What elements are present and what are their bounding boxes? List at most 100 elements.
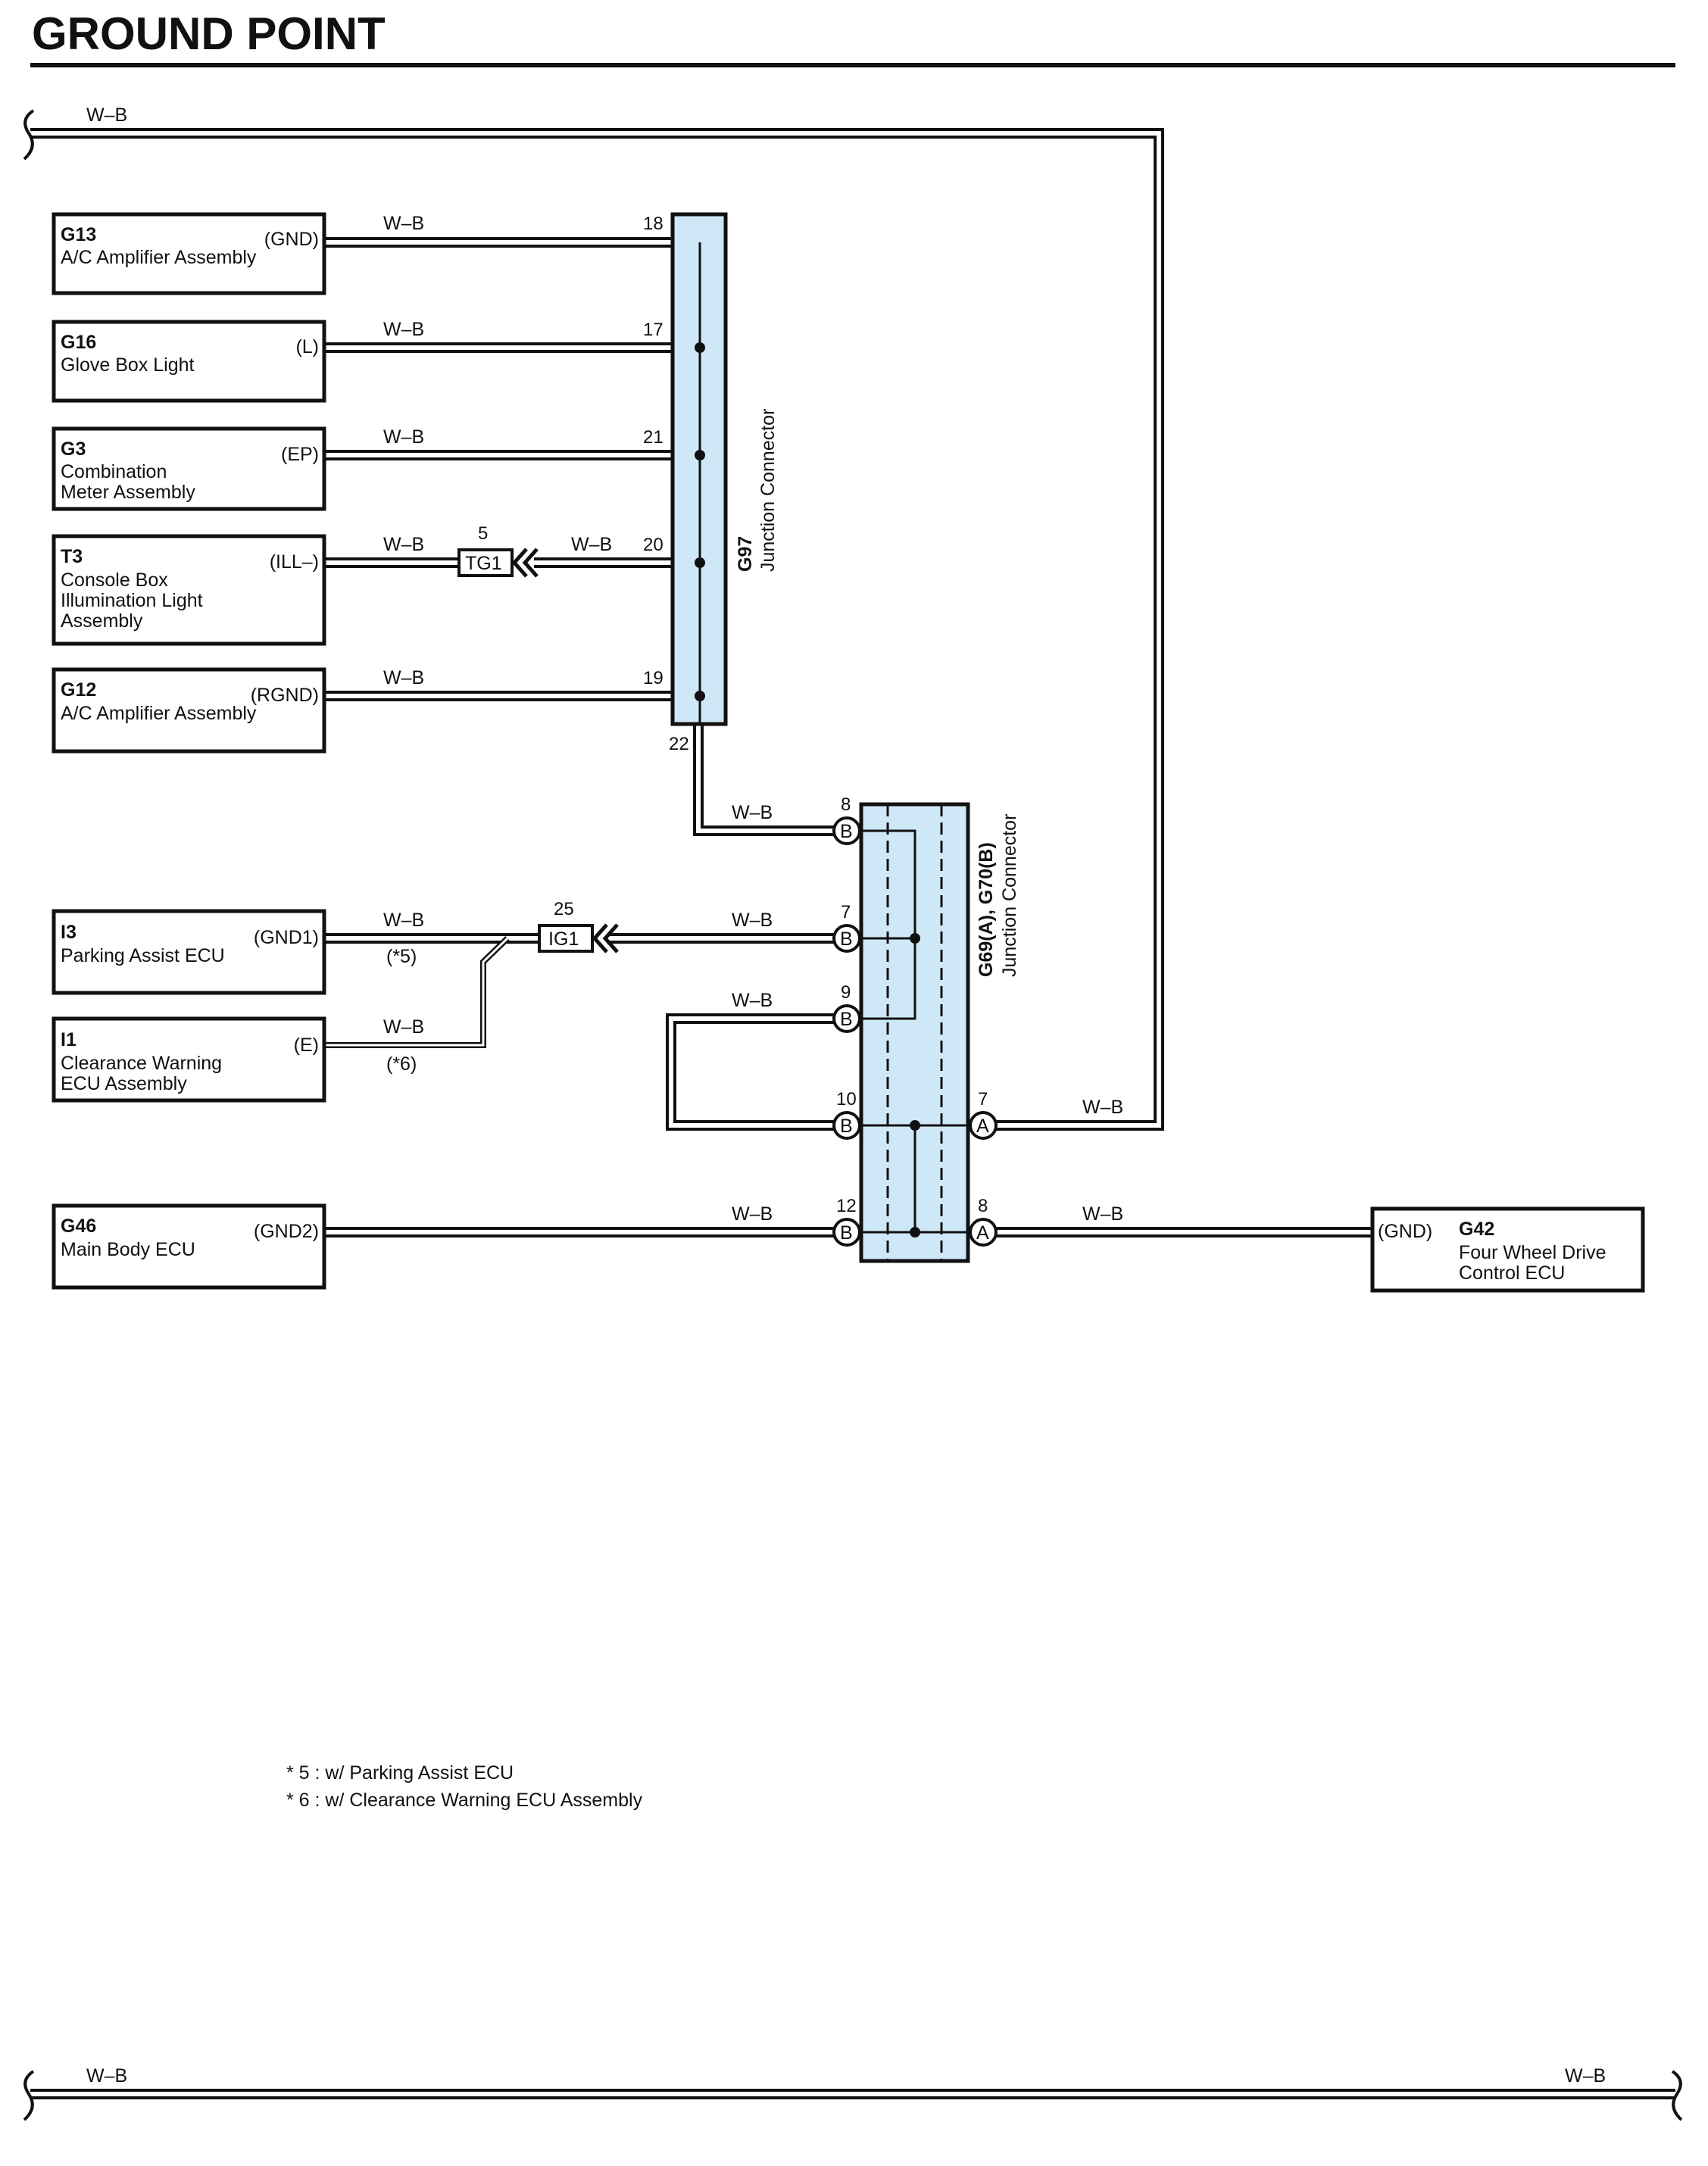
component-g13: G13 A/C Amplifier Assembly (GND) [52, 212, 326, 295]
ig1-pin: 25 [554, 899, 574, 919]
g13-code: G13 [61, 224, 96, 245]
wire-label-g13: W–B [383, 213, 424, 234]
ig1-chevron-icon [592, 923, 619, 953]
tg1-pin: 5 [478, 523, 488, 544]
g3-name-line-2: Meter Assembly [61, 482, 195, 503]
g46-name: Main Body ECU [61, 1239, 195, 1260]
g16-name: Glove Box Light [61, 354, 195, 376]
g3-code: G3 [61, 439, 86, 460]
t3-terminal: (ILL–) [270, 551, 319, 573]
g12-code: G12 [61, 679, 96, 701]
wire-break-marks [23, 109, 1683, 2121]
g42-terminal: (GND) [1378, 1221, 1432, 1242]
component-g42: (GND) G42 Four Wheel Drive Control ECU [1370, 1206, 1645, 1293]
g97-code: G97 [735, 536, 756, 572]
component-g46: G46 Main Body ECU (GND2) [52, 1203, 326, 1290]
g42-name-line-2: Control ECU [1459, 1262, 1565, 1284]
g16-code: G16 [61, 332, 96, 353]
i3-option-note: (*5) [386, 946, 417, 967]
g69-code: G69(A), G70(B) [976, 842, 997, 977]
wire-label-a7: W–B [1082, 1097, 1123, 1118]
component-g12: G12 A/C Amplifier Assembly (RGND) [52, 667, 326, 754]
pin-num-b10: 10 [836, 1089, 857, 1110]
footnotes: * 5 : w/ Parking Assist ECU * 6 : w/ Cle… [286, 1762, 643, 1811]
pin-letter-b9: B [840, 1009, 853, 1030]
inline-connector-tg1: TG1 5 [457, 523, 539, 578]
g69-name: Junction Connector [999, 814, 1020, 977]
g97-pin-21: 21 [643, 427, 664, 448]
g97-pin-17: 17 [643, 320, 664, 340]
i1-code: I1 [61, 1029, 77, 1050]
inline-connector-ig1: IG1 25 [538, 899, 619, 953]
pin-letter-a7: A [976, 1116, 989, 1137]
i3-code: I3 [61, 922, 77, 943]
g97-name: Junction Connector [757, 409, 779, 572]
g97-pin-19: 19 [643, 668, 664, 688]
tg1-chevron-icon [511, 548, 539, 578]
g97-pin-18: 18 [643, 214, 664, 234]
pin-num-b12: 12 [836, 1196, 857, 1216]
i1-option-note: (*6) [386, 1053, 417, 1075]
i3-terminal: (GND1) [254, 927, 319, 948]
g3-name-line-1: Combination [61, 461, 167, 482]
pin-num-b7: 7 [841, 902, 851, 922]
footnote-6: * 6 : w/ Clearance Warning ECU Assembly [286, 1790, 643, 1811]
g42-name-line-1: Four Wheel Drive [1459, 1242, 1607, 1263]
g12-name: A/C Amplifier Assembly [61, 703, 257, 724]
pin-num-a8: 8 [978, 1196, 988, 1216]
pin-letter-b10: B [840, 1116, 853, 1137]
g97-pin-22: 22 [669, 734, 689, 754]
wire-label-i1: W–B [383, 1016, 424, 1038]
g46-code: G46 [61, 1216, 96, 1237]
component-i3: I3 Parking Assist ECU (GND1) [52, 909, 326, 995]
wire-label-bottom-right: W–B [1565, 2065, 1606, 2086]
wires [30, 128, 1675, 2099]
component-i1: I1 Clearance Warning ECU Assembly (E) [52, 1016, 326, 1103]
pin-letter-a8: A [976, 1222, 989, 1244]
pin-letter-b12: B [840, 1222, 853, 1244]
wire-label-g12: W–B [383, 667, 424, 688]
t3-code: T3 [61, 546, 83, 567]
wire-label-b8: W–B [732, 802, 773, 823]
g97-pin-20: 20 [643, 535, 664, 555]
ig1-code: IG1 [548, 929, 579, 950]
wire-color-labels: W–B W–B W–B W–B W–B W–B W–B W–B W–B W–B … [86, 105, 1606, 2086]
component-t3: T3 Console Box Illumination Light Assemb… [52, 534, 326, 646]
pin-num-b8: 8 [841, 794, 851, 815]
wire-label-top: W–B [86, 105, 127, 126]
t3-name-line-3: Assembly [61, 610, 143, 632]
pin-num-b9: 9 [841, 982, 851, 1003]
g13-terminal: (GND) [264, 229, 319, 250]
wire-label-g16: W–B [383, 319, 424, 340]
pin-letter-b7: B [840, 929, 853, 950]
i1-terminal: (E) [294, 1035, 319, 1056]
wire-label-a8: W–B [1082, 1203, 1123, 1225]
wire-label-b7: W–B [732, 910, 773, 931]
i1-name-line-1: Clearance Warning [61, 1053, 222, 1074]
junction-connector-g69-g70: B B B B B A A 8 7 9 10 12 7 8 G69(A), G7… [832, 794, 1020, 1263]
wire-label-b9: W–B [732, 990, 773, 1011]
g46-terminal: (GND2) [254, 1221, 319, 1242]
component-g16: G16 Glove Box Light (L) [52, 320, 326, 403]
pin-letter-b8: B [840, 821, 853, 842]
component-g3: G3 Combination Meter Assembly (EP) [52, 426, 326, 511]
junction-connector-g97: 18 17 21 20 19 22 G97 Junction Connector [643, 212, 779, 754]
g42-code: G42 [1459, 1219, 1494, 1240]
g13-name: A/C Amplifier Assembly [61, 247, 257, 268]
tg1-code: TG1 [465, 553, 502, 574]
g12-terminal: (RGND) [251, 685, 319, 706]
page-title: GROUND POINT [32, 8, 386, 59]
footnote-5: * 5 : w/ Parking Assist ECU [286, 1762, 514, 1784]
t3-name-line-2: Illumination Light [61, 590, 203, 611]
wire-label-g3: W–B [383, 426, 424, 448]
pin-num-a7: 7 [978, 1089, 988, 1110]
g16-terminal: (L) [295, 336, 319, 357]
wire-label-t3: W–B [383, 534, 424, 555]
wire-label-t3-right: W–B [571, 534, 612, 555]
g3-terminal: (EP) [281, 444, 319, 465]
t3-name-line-1: Console Box [61, 570, 168, 591]
wire-label-i3: W–B [383, 910, 424, 931]
i3-name: Parking Assist ECU [61, 945, 225, 966]
i1-name-line-2: ECU Assembly [61, 1073, 187, 1094]
